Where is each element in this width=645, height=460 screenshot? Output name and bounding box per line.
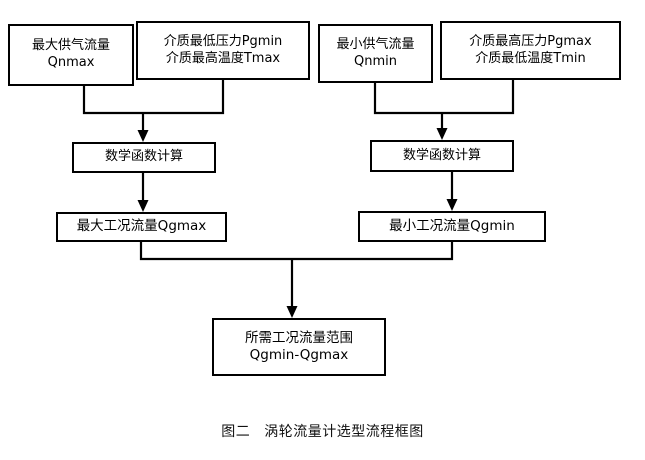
node-max-working-flow-qgmax[interactable]: 最大工况流量Qgmax <box>56 212 227 242</box>
node-qnmax-line1: 最大供气流量 <box>31 38 110 54</box>
figure-caption: 图二涡轮流量计选型流程框图 <box>0 421 645 441</box>
node-math-function-calculation-right[interactable]: 数学函数计算 <box>370 140 514 172</box>
node-result-line2: Qgmin-Qgmax <box>249 347 349 363</box>
node-qnmin-line2: Qnmin <box>354 53 397 69</box>
node-max-supply-flow[interactable]: 最大供气流量 Qnmax <box>8 24 134 86</box>
edge-qgmax-qgmin-to-result <box>139 242 454 318</box>
node-result-line1: 所需工况流量范围 <box>245 329 353 346</box>
figure-caption-title: 涡轮流量计选型流程框图 <box>264 424 424 440</box>
figure-caption-label: 图二 <box>221 424 251 440</box>
node-max-pressure-min-temp[interactable]: 介质最高压力Pgmax 介质最低温度Tmin <box>440 21 621 80</box>
node-pgmin-line1: 介质最低压力Pgmin <box>163 33 283 49</box>
edge-qnmax-pgmin-to-calc-left <box>82 80 225 142</box>
node-pgmin-line2: 介质最高温度Tmax <box>165 50 281 66</box>
edge-calc-right-to-qgmin <box>446 172 458 211</box>
node-pgmax-line2: 介质最低温度Tmin <box>475 50 586 66</box>
node-min-pressure-max-temp[interactable]: 介质最低压力Pgmin 介质最高温度Tmax <box>136 21 310 80</box>
node-calc-left-label: 数学函数计算 <box>104 149 183 165</box>
node-math-function-calculation-left[interactable]: 数学函数计算 <box>72 142 216 173</box>
node-qnmin-line1: 最小供气流量 <box>336 36 415 52</box>
edge-qnmin-pgmax-to-calc-right <box>373 80 515 140</box>
node-min-working-flow-qgmin[interactable]: 最小工况流量Qgmin <box>358 211 546 242</box>
node-pgmax-line1: 介质最高压力Pgmax <box>469 33 592 49</box>
node-qgmax-label: 最大工况流量Qgmax <box>76 218 207 235</box>
node-required-working-flow-range[interactable]: 所需工况流量范围 Qgmin-Qgmax <box>212 318 386 376</box>
node-calc-right-label: 数学函数计算 <box>402 147 481 163</box>
node-qgmin-label: 最小工况流量Qgmin <box>389 217 515 234</box>
edge-calc-left-to-qgmax <box>137 173 149 212</box>
node-qnmax-line2: Qnmax <box>47 55 95 70</box>
node-min-supply-flow[interactable]: 最小供气流量 Qnmin <box>318 24 433 83</box>
